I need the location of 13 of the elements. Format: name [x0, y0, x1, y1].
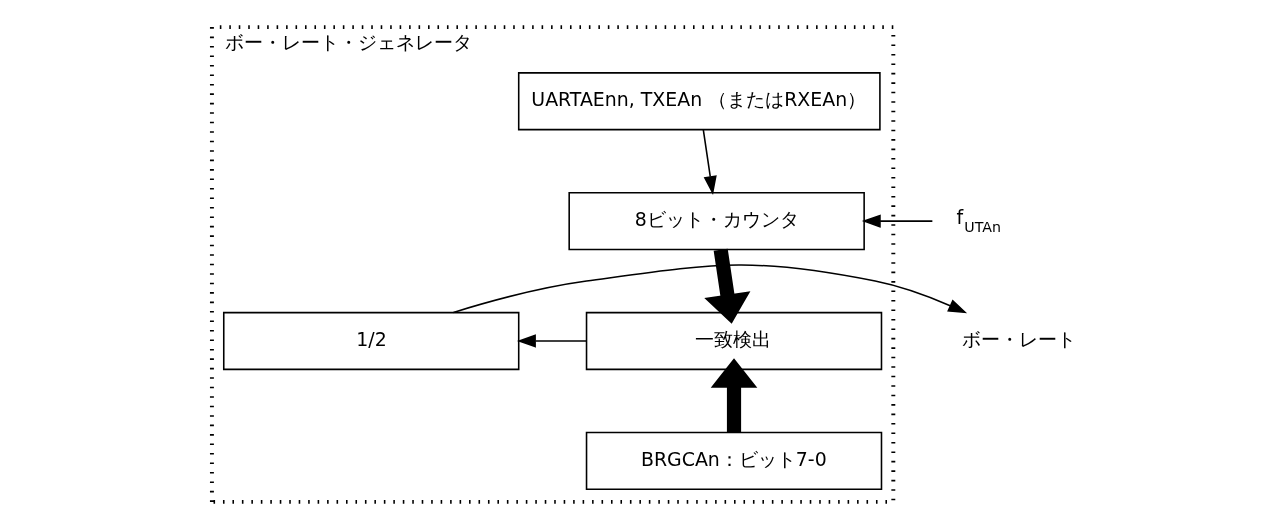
- node-text: ボー・レート: [961, 327, 1076, 350]
- node-box: 8ビット・カウンタ: [567, 191, 865, 251]
- node-box: 一致検出: [585, 311, 882, 371]
- arrow: [516, 334, 587, 348]
- arrow: [702, 129, 717, 195]
- node-box: 1/2: [222, 311, 519, 371]
- node-text: f$_{UTAn}$: [955, 206, 1001, 236]
- node-box: UARTAEnn, TXEAn （またはRXEAn）: [517, 72, 881, 131]
- arrow: [861, 214, 933, 228]
- arrow: [703, 248, 750, 324]
- arrow: [452, 264, 967, 314]
- node-box: BRGCAn：ビット7-0: [585, 431, 882, 491]
- arrow: [710, 358, 757, 433]
